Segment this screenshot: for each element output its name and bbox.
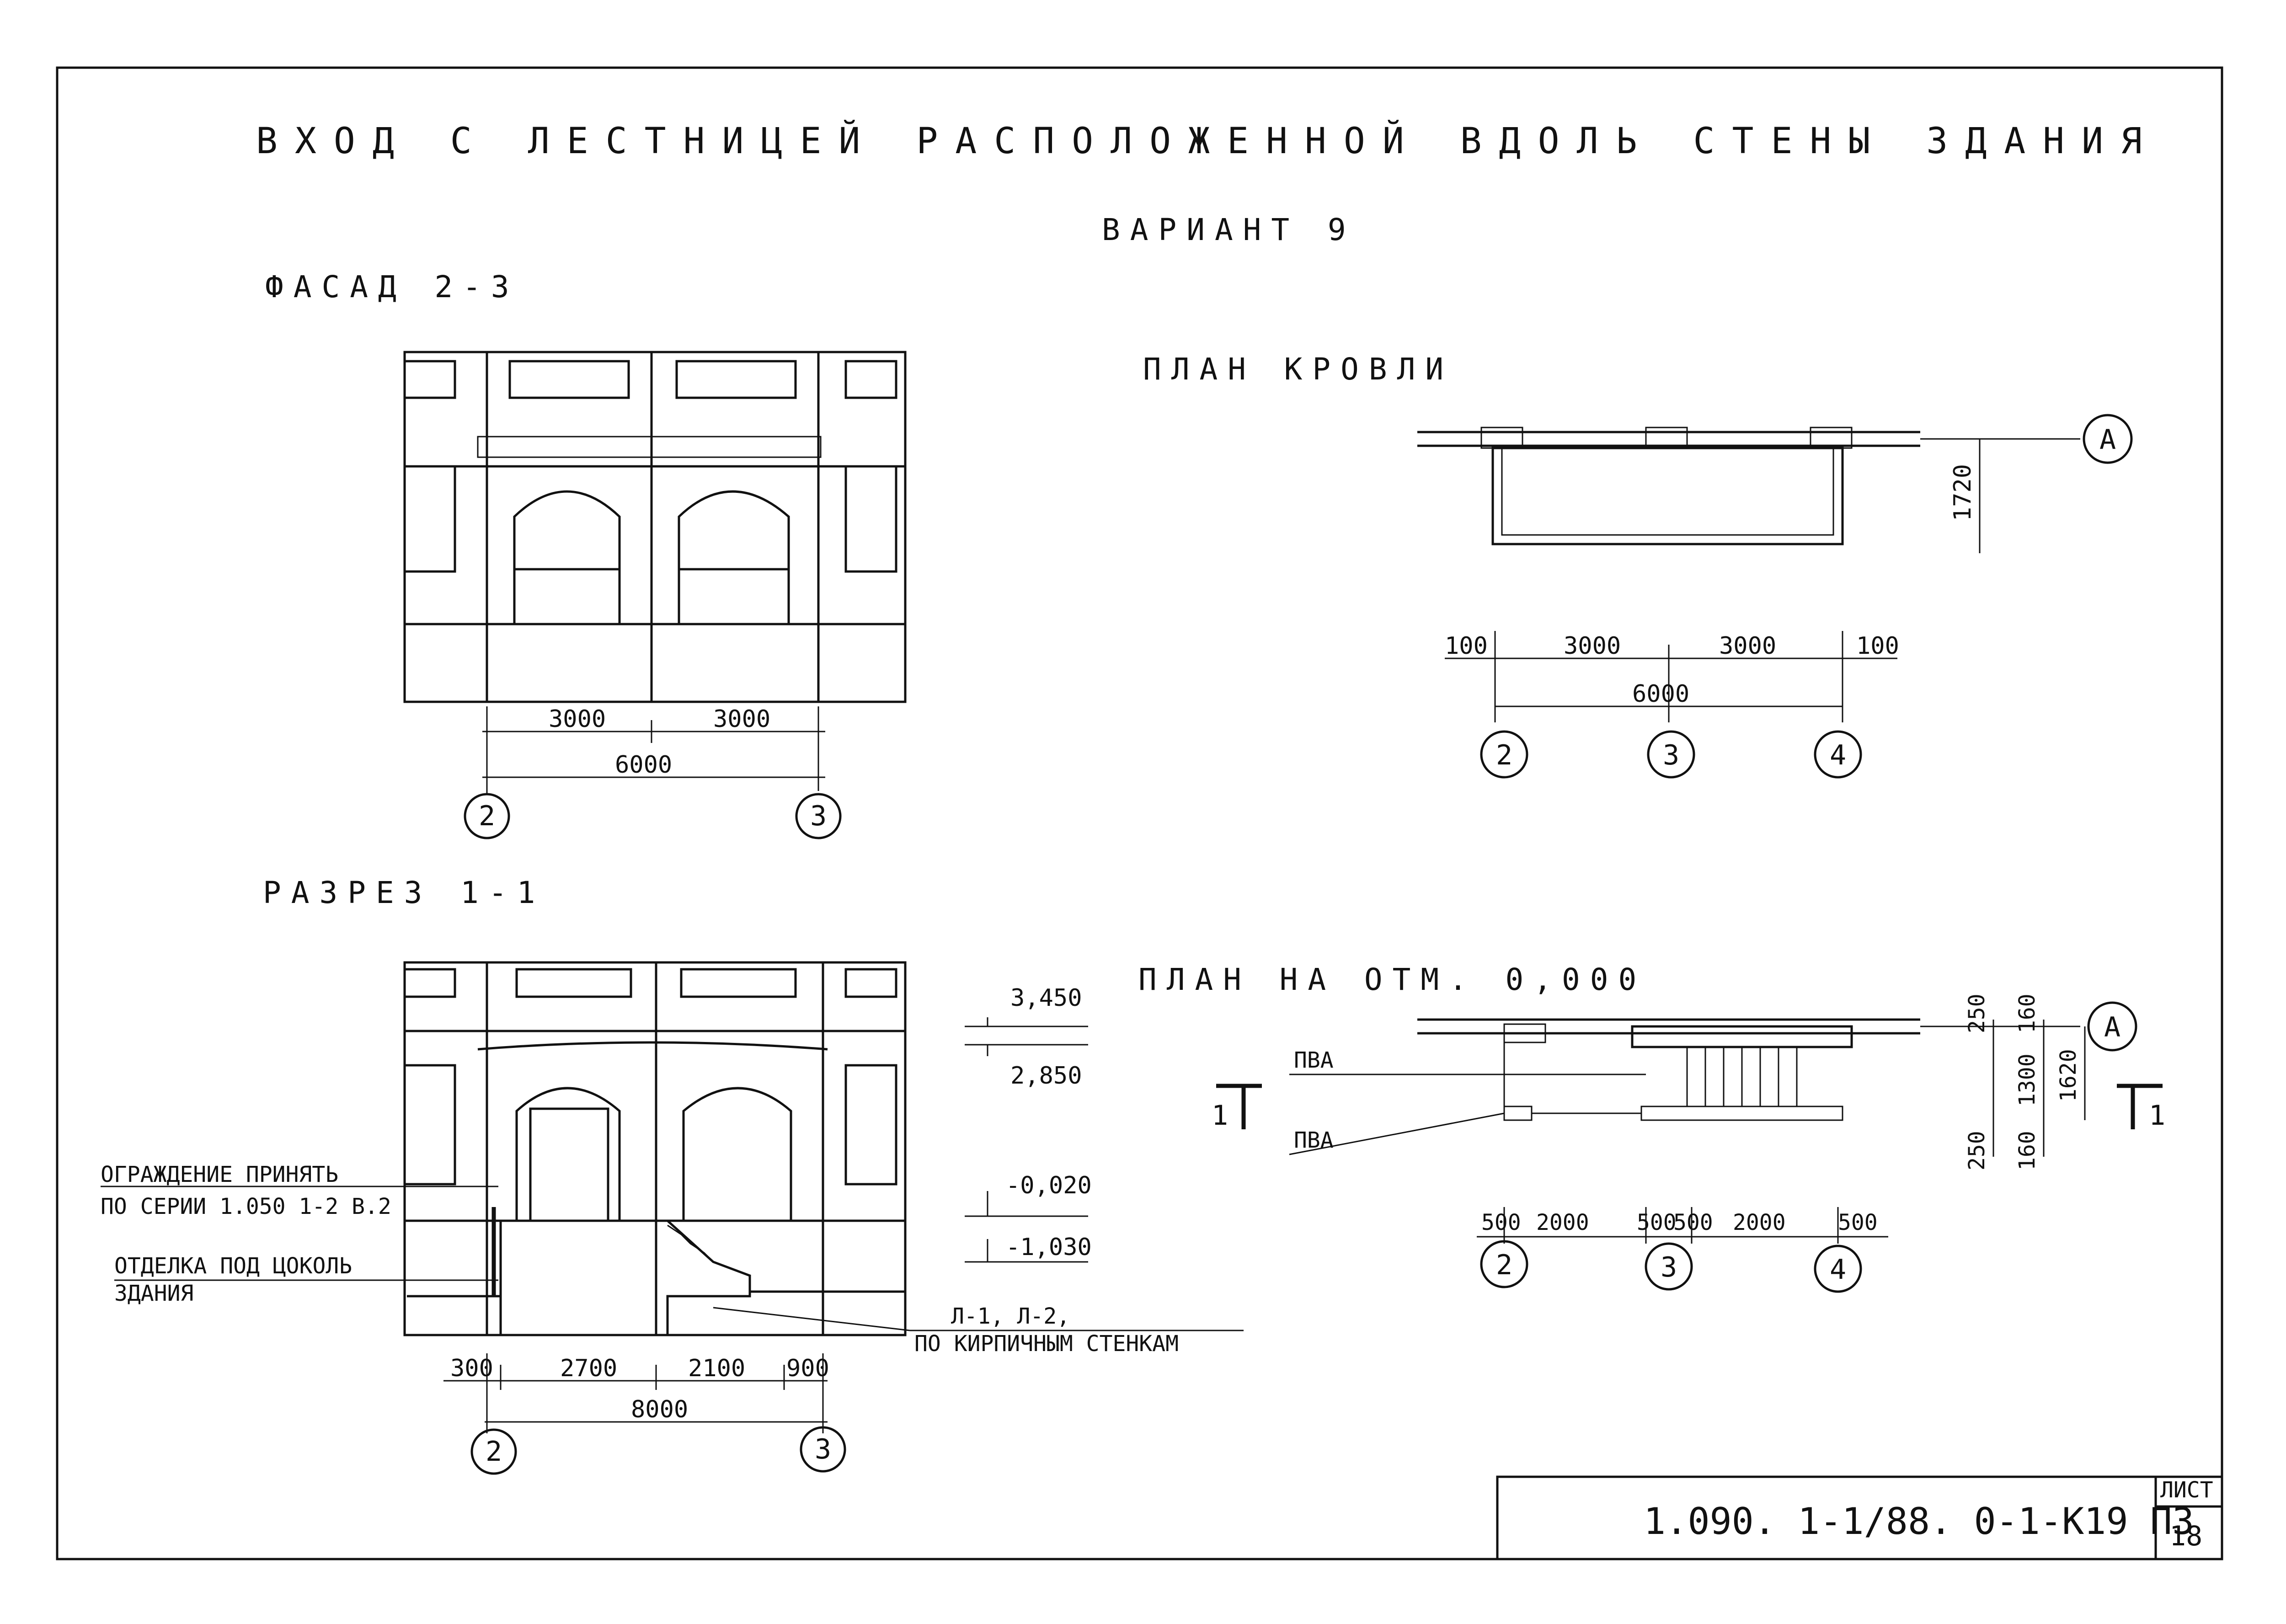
- sheet-title: ВХОД С ЛЕСТНИЦЕЙ РАСПОЛОЖЕННОЙ ВДОЛЬ СТЕ…: [256, 120, 2159, 162]
- pva-label-1: ПВА: [1294, 1047, 1334, 1073]
- cut-mark-right: 1: [2149, 1100, 2165, 1132]
- facade-dim-total: 6000: [615, 751, 672, 779]
- floor-dim-h-2000a: 2000: [1536, 1210, 1589, 1235]
- floor-dim-v-1300: 1300: [2014, 1053, 2040, 1106]
- floor-plan-label: ПЛАН НА ОТМ. 0,000: [1138, 962, 1646, 997]
- roof-dim-1720: 1720: [1949, 464, 1976, 521]
- level-minus-0020: -0,020: [1006, 1172, 1092, 1199]
- roof-canopy: [1491, 447, 1844, 545]
- note-railing-1: ОГРАЖДЕНИЕ ПРИНЯТЬ: [101, 1162, 338, 1187]
- sheet-label: ЛИСТ: [2160, 1477, 2213, 1503]
- section-axis-3: 3: [815, 1433, 831, 1465]
- cut-mark-left: 1: [1212, 1100, 1228, 1132]
- facade-label: ФАСАД 2-3: [265, 269, 519, 304]
- section-dim-900: 900: [786, 1355, 829, 1382]
- roof-axis-4: 4: [1830, 739, 1846, 771]
- level-minus-1030: -1,030: [1006, 1234, 1092, 1261]
- roof-axis-a: А: [2099, 424, 2116, 456]
- facade-dim-1: 3000: [549, 705, 606, 733]
- roof-axis-2: 2: [1496, 739, 1512, 771]
- floor-dim-v-160b: 160: [2014, 1131, 2040, 1170]
- roof-dim-100-r: 100: [1856, 632, 1899, 660]
- section-dim-total: 8000: [631, 1396, 688, 1423]
- floor-dim-h-2000b: 2000: [1733, 1210, 1786, 1235]
- section-platform: [499, 1219, 751, 1336]
- variant-label: ВАРИАНТ 9: [1102, 212, 1356, 247]
- facade-dim-2: 3000: [713, 705, 770, 733]
- floor-dim-h-500d: 500: [1838, 1210, 1878, 1235]
- roof-dim-100-l: 100: [1445, 632, 1488, 660]
- floor-dim-v-250b: 250: [1964, 1131, 1990, 1170]
- note-plinth-2: ЗДАНИЯ: [114, 1281, 193, 1306]
- floor-dim-h-500b: 500: [1637, 1210, 1677, 1235]
- sheet-frame: [56, 66, 2223, 1560]
- roof-plan-label: ПЛАН КРОВЛИ: [1143, 352, 1453, 387]
- note-railing-2: ПО СЕРИИ 1.050 1-2 В.2: [101, 1194, 391, 1219]
- floor-dim-h-500c: 500: [1673, 1210, 1713, 1235]
- facade-axis-2: 2: [479, 800, 495, 832]
- roof-dim-total: 6000: [1632, 680, 1689, 708]
- floor-dim-h-500a: 500: [1481, 1210, 1521, 1235]
- floor-dim-v-250a: 250: [1964, 994, 1990, 1033]
- level-3450: 3,450: [1010, 984, 1082, 1012]
- drawing-code: 1.090. 1-1/88. 0-1-К19 ПЗ: [1644, 1500, 2194, 1543]
- sheet-number: 18: [2169, 1520, 2202, 1552]
- section-dim-2100: 2100: [688, 1355, 745, 1382]
- floor-axis-2: 2: [1496, 1249, 1512, 1281]
- level-2850: 2,850: [1010, 1062, 1082, 1090]
- section-dim-300: 300: [450, 1355, 493, 1382]
- floor-dim-v-160a: 160: [2014, 994, 2040, 1033]
- floor-stair: [1686, 1047, 1798, 1106]
- section-axis-2: 2: [486, 1436, 502, 1468]
- facade-lintel: [477, 436, 822, 458]
- note-lintel-1: Л-1, Л-2,: [951, 1303, 1070, 1329]
- roof-dim-3000-b: 3000: [1719, 632, 1776, 660]
- facade-axis-3: 3: [810, 800, 827, 832]
- floor-axis-3: 3: [1661, 1251, 1677, 1283]
- facade-view: ФАСАД 2-3 3000 3000 6000 2 3: [265, 269, 907, 839]
- section-dim-2700: 2700: [560, 1355, 617, 1382]
- floor-axis-4: 4: [1830, 1254, 1846, 1286]
- roof-axis-3: 3: [1663, 739, 1679, 771]
- roof-plan-view: ПЛАН КРОВЛИ А 1720 100 3000 3000 100 600…: [1143, 352, 2133, 779]
- pva-label-2: ПВА: [1294, 1127, 1334, 1153]
- floor-axis-a: А: [2104, 1011, 2120, 1043]
- title-block: 1.090. 1-1/88. 0-1-К19 ПЗ ЛИСТ 18: [1496, 1475, 2223, 1560]
- section-label: РАЗРЕЗ 1-1: [263, 875, 545, 910]
- floor-dim-v-1620: 1620: [2056, 1049, 2081, 1102]
- floor-plan-view: ПЛАН НА ОТМ. 0,000 ПВА ПВА 1 1 А: [1138, 962, 2165, 1293]
- section-view: РАЗРЕЗ 1-1 3,45: [101, 875, 1244, 1475]
- roof-dim-3000-a: 3000: [1564, 632, 1621, 660]
- note-lintel-2: ПО КИРПИЧНЫМ СТЕНКАМ: [914, 1331, 1179, 1357]
- note-plinth-1: ОТДЕЛКА ПОД ЦОКОЛЬ: [114, 1253, 352, 1279]
